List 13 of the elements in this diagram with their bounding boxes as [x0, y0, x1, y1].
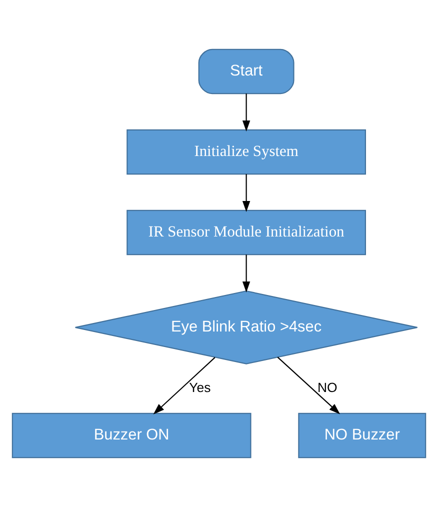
edge-label: Yes — [189, 380, 211, 395]
edge-label: NO — [317, 380, 338, 395]
node-box: IR Sensor Module Initialization — [126, 209, 366, 255]
arrow — [277, 356, 340, 414]
node-box: Buzzer ON — [12, 412, 252, 458]
arrow — [242, 254, 250, 292]
arrow — [242, 93, 250, 132]
node-box: Start — [198, 48, 294, 94]
arrow — [242, 174, 250, 212]
arrow — [153, 356, 216, 414]
node-box: NO Buzzer — [298, 412, 426, 458]
node-box: Initialize System — [126, 128, 366, 174]
node-diamond: Eye Blink Ratio >4sec — [74, 290, 418, 364]
